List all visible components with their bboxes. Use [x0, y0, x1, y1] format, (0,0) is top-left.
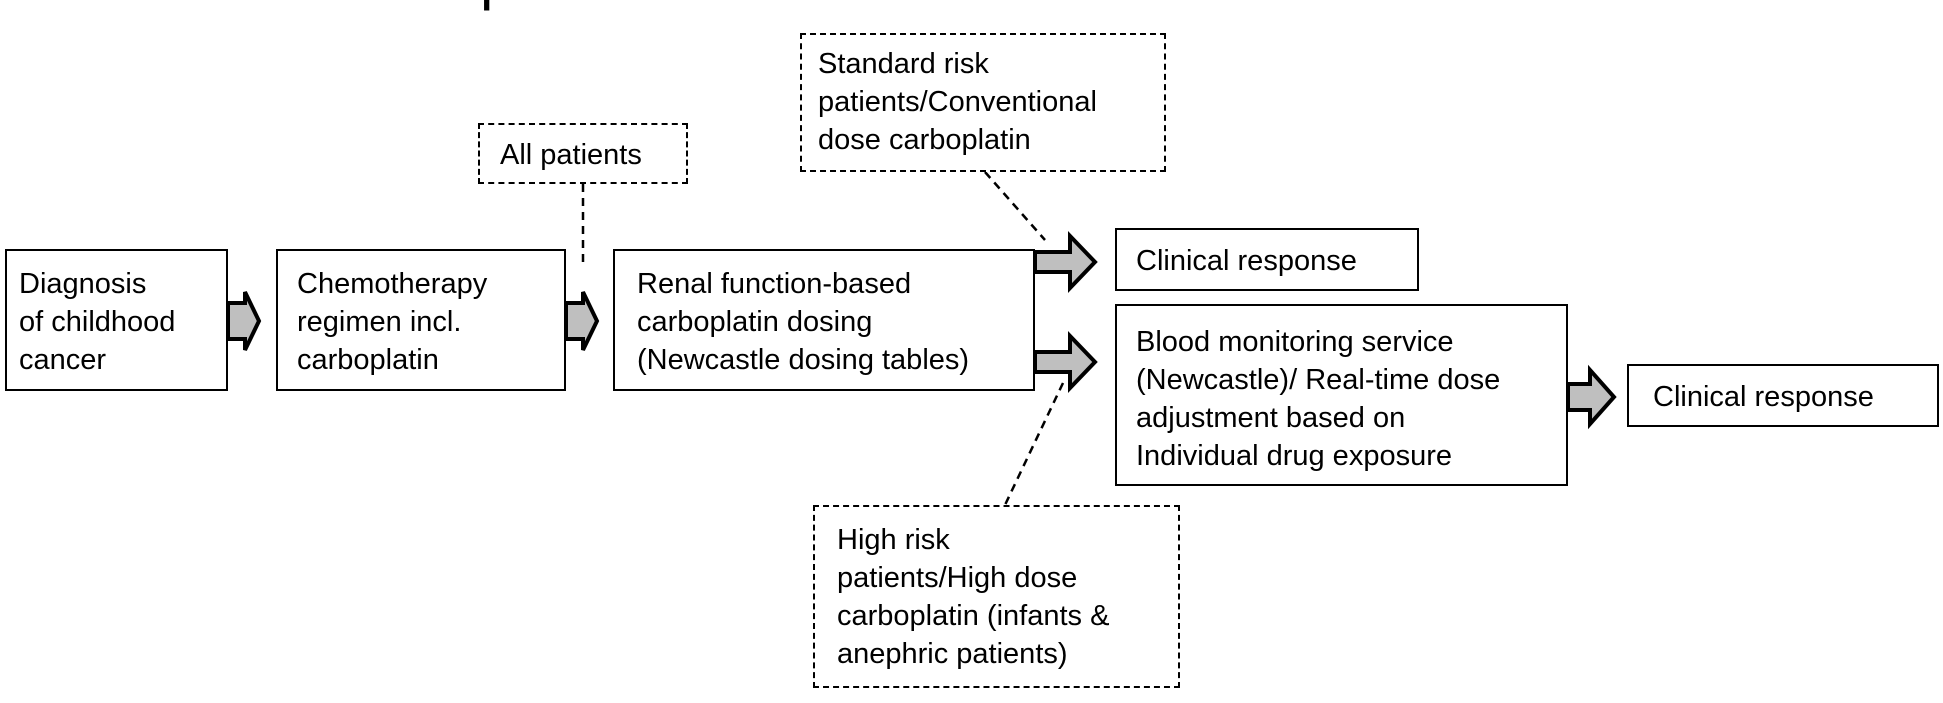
- box-blood-monitoring-line-1: Blood monitoring service: [1136, 326, 1454, 358]
- box-standard-risk: Standard risk patients/Conventional dose…: [800, 33, 1166, 172]
- box-diagnosis-line-1: Diagnosis: [19, 268, 147, 300]
- box-clinical-response-2-text: Clinical response: [1653, 381, 1874, 413]
- box-diagnosis: Diagnosis of childhood cancer: [5, 249, 228, 391]
- box-standard-risk-line-2: patients/Conventional: [818, 86, 1097, 118]
- arrow-renal-to-monitoring: [1033, 331, 1098, 393]
- box-blood-monitoring: Blood monitoring service (Newcastle)/ Re…: [1115, 304, 1568, 486]
- box-high-risk-line-1: High risk: [837, 524, 950, 556]
- arrow-monitoring-to-clinical-response: [1566, 364, 1617, 430]
- box-blood-monitoring-line-4: Individual drug exposure: [1136, 440, 1452, 472]
- arrow-renal-to-clinical-response: [1033, 231, 1098, 293]
- box-chemotherapy-line-1: Chemotherapy: [297, 268, 488, 300]
- box-all-patients-text: All patients: [500, 139, 642, 171]
- box-renal-dosing-line-2: carboplatin dosing: [637, 306, 873, 338]
- box-renal-dosing-line-3: (Newcastle dosing tables): [637, 344, 970, 376]
- box-high-risk-line-3: carboplatin (infants &: [837, 600, 1110, 632]
- connector-high-risk: [1003, 382, 1065, 506]
- arrow-diagnosis-to-chemo: [226, 291, 262, 351]
- box-renal-dosing: Renal function-based carboplatin dosing …: [613, 249, 1035, 391]
- box-high-risk-line-4: anephric patients): [837, 638, 1068, 670]
- box-chemotherapy-line-3: carboplatin: [297, 344, 439, 376]
- box-renal-dosing-line-1: Renal function-based: [637, 268, 912, 300]
- box-clinical-response-2: Clinical response: [1627, 364, 1939, 427]
- box-diagnosis-line-3: cancer: [19, 344, 107, 376]
- box-high-risk: High risk patients/High dose carboplatin…: [813, 505, 1180, 688]
- connector-standard-risk: [984, 171, 1046, 241]
- box-high-risk-line-2: patients/High dose: [837, 562, 1078, 594]
- box-blood-monitoring-line-2: (Newcastle)/ Real-time dose: [1136, 364, 1501, 396]
- box-all-patients: All patients: [478, 123, 688, 184]
- box-diagnosis-line-2: of childhood: [19, 306, 176, 338]
- box-chemotherapy-line-2: regimen incl.: [297, 306, 462, 338]
- box-blood-monitoring-line-3: adjustment based on: [1136, 402, 1406, 434]
- box-standard-risk-line-3: dose carboplatin: [818, 124, 1031, 156]
- arrow-chemo-to-renal: [564, 291, 600, 351]
- heading-fragment: p: [480, 0, 513, 11]
- box-chemotherapy: Chemotherapy regimen incl. carboplatin: [276, 249, 566, 391]
- box-clinical-response-1-text: Clinical response: [1136, 245, 1357, 277]
- box-clinical-response-1: Clinical response: [1115, 228, 1419, 291]
- box-standard-risk-line-1: Standard risk: [818, 48, 989, 80]
